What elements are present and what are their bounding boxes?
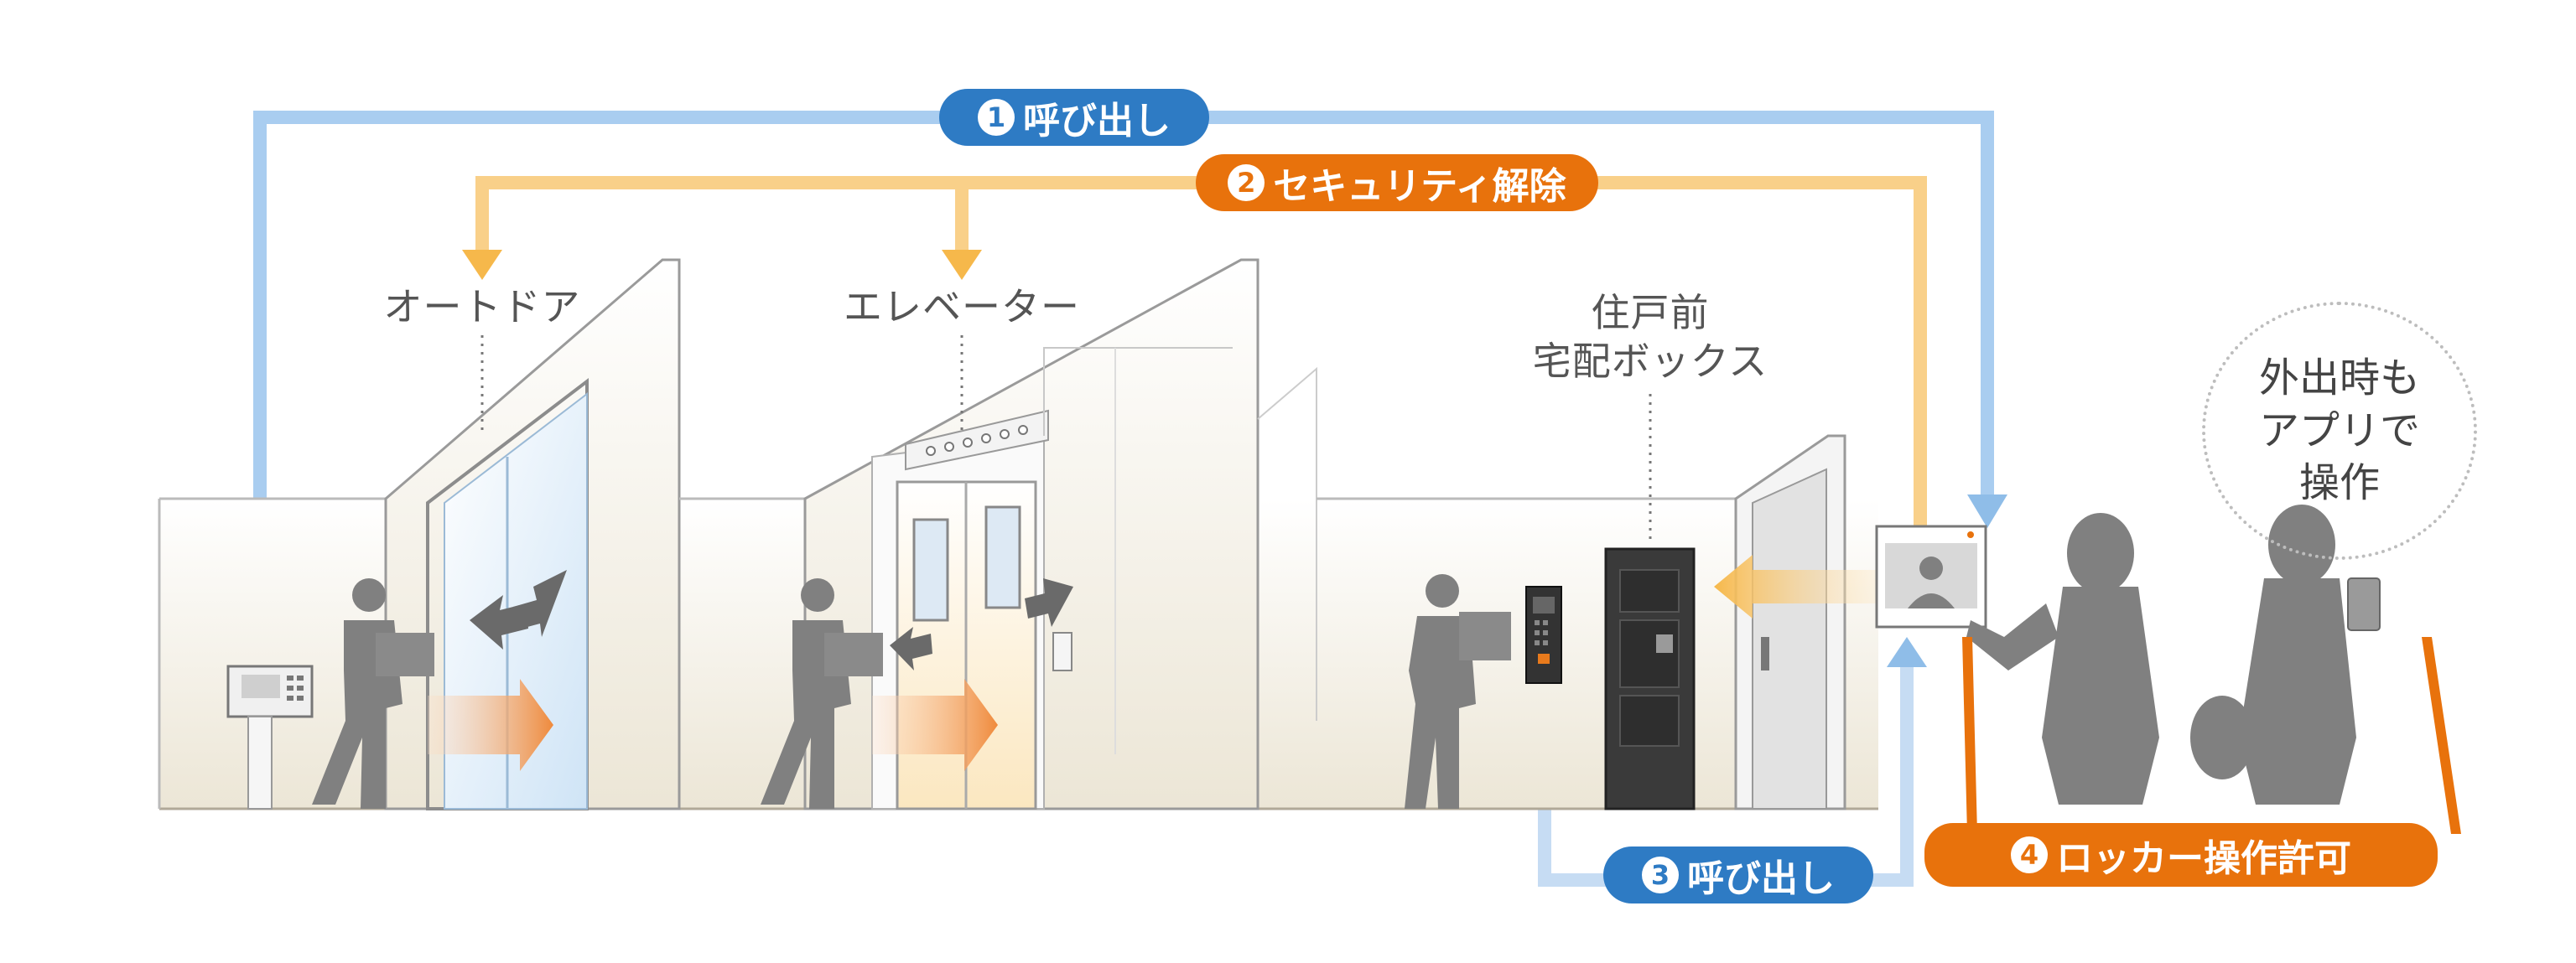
step-call-top: 1 呼び出し <box>939 89 1209 146</box>
bubble-line2: アプリで <box>2258 406 2420 454</box>
call-arrowhead-top <box>1967 494 2007 528</box>
step-call-bottom: 3 呼び出し <box>1603 847 1873 903</box>
bubble-line3: 操作 <box>2298 459 2380 507</box>
enter-arrow-door <box>428 679 553 771</box>
step-label: ロッカー操作許可 <box>2056 837 2351 880</box>
step-number-badge: 4 <box>2011 836 2048 873</box>
unlock-arrow-locker <box>1714 555 1878 619</box>
step-number-badge: 2 <box>1228 164 1265 201</box>
security-arrowhead-door <box>462 250 502 280</box>
bubble-line1: 外出時も <box>2258 355 2420 402</box>
floor-indicator <box>905 409 1049 471</box>
call-arrowhead-bottom <box>1887 637 1927 667</box>
elevator-label: エレベーター <box>844 284 1080 329</box>
enter-arrow-elevator <box>872 679 998 771</box>
delivery-box-label-line2: 宅配ボックス <box>1532 338 1768 384</box>
step-label: 呼び出し <box>1687 857 1835 900</box>
security-arrowhead-elevator <box>942 250 982 280</box>
step-security: 2 セキュリティ解除 <box>1196 154 1598 211</box>
delivery-box-label-line1: 住戸前 <box>1591 290 1710 335</box>
step-locker-permission: 4 ロッカー操作許可 <box>1924 823 2438 887</box>
step-number-badge: 1 <box>978 99 1015 136</box>
autodoor-label: オートドア <box>383 284 581 329</box>
step-label: 呼び出し <box>1023 100 1171 142</box>
smartphone-icon <box>2347 577 2381 631</box>
delivery-person-silhouette-1 <box>312 578 434 809</box>
delivery-person-silhouette-2 <box>761 578 883 809</box>
step-label: セキュリティ解除 <box>1273 165 1566 208</box>
elevator-call-button <box>1052 632 1072 671</box>
remote-app-bubble: 外出時も アプリで 操作 <box>2202 302 2477 560</box>
resident-silhouette-1 <box>1966 513 2159 805</box>
delivery-box-label: 住戸前 宅配ボックス <box>1533 289 1768 386</box>
delivery-person-silhouette-3 <box>1405 574 1511 809</box>
unit-door <box>1752 468 1827 810</box>
step-number-badge: 3 <box>1642 857 1679 893</box>
